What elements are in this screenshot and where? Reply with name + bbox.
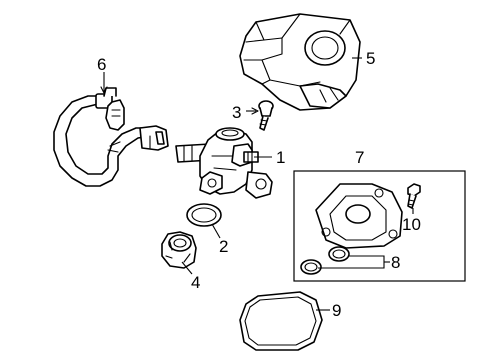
group-box-7 <box>293 170 466 282</box>
callout-3: 3 <box>232 103 241 122</box>
callout-labels: 1 2 3 4 5 6 7 8 9 10 <box>97 49 421 320</box>
callout-1: 1 <box>276 148 285 167</box>
callout-7: 7 <box>355 148 364 167</box>
callout-5: 5 <box>366 49 375 68</box>
callout-6: 6 <box>97 55 106 74</box>
part-10-stud <box>407 183 421 209</box>
part-8-seals <box>300 246 350 275</box>
callout-10: 10 <box>402 215 421 234</box>
callout-9: 9 <box>332 301 341 320</box>
part-7-adapter-plate <box>315 183 403 249</box>
part-3-bolt <box>258 100 274 131</box>
callout-4: 4 <box>191 273 200 292</box>
part-9-gasket <box>239 291 323 351</box>
part-1-fuel-pump <box>175 127 273 199</box>
callout-8: 8 <box>391 253 400 272</box>
part-6-fuel-hose <box>53 87 169 187</box>
callout-2: 2 <box>219 237 228 256</box>
part-5-pump-cover <box>239 13 361 111</box>
part-2-o-ring <box>186 203 222 227</box>
leader-lines <box>100 57 414 311</box>
part-4-follower <box>161 231 197 269</box>
